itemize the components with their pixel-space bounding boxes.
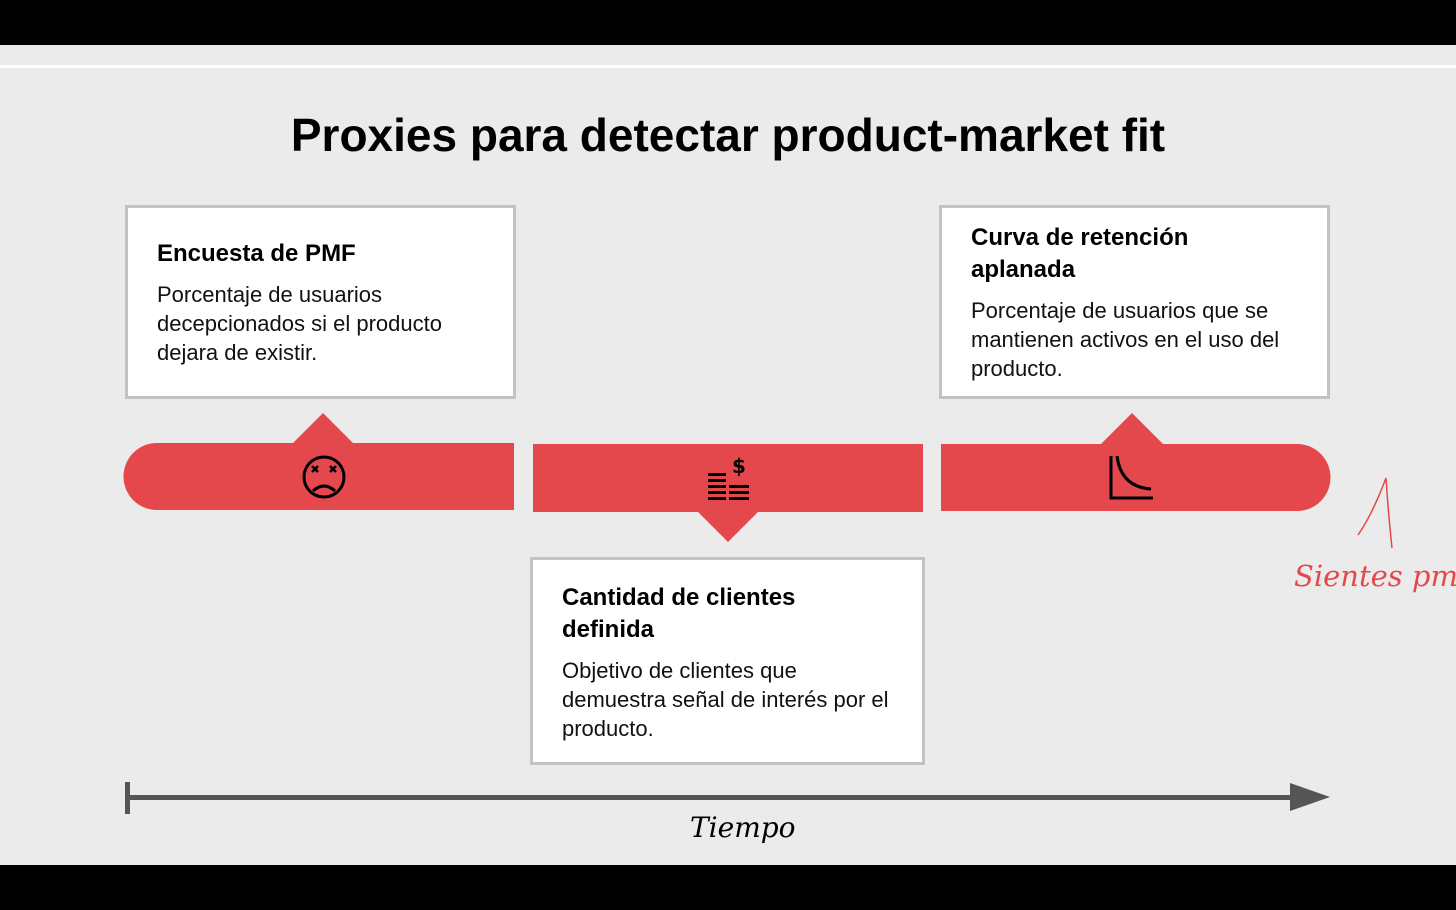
slide-title: Proxies para detectar product-market fit [290, 109, 1166, 161]
card-heading: Cantidad de clientes definida [562, 584, 796, 643]
card-heading: Curva de retención aplanada [971, 224, 1189, 283]
top-divider [0, 65, 1456, 68]
band-segment-1 [123, 443, 514, 510]
retention-curve-icon [1109, 455, 1153, 500]
card-pmf-survey: Encuesta de PMF Porcentaje de usuarios d… [125, 205, 516, 399]
band-segment-3 [941, 444, 1331, 511]
card-heading: Encuesta de PMF [157, 240, 356, 267]
card-body: Objetivo de clientes que demuestra señal… [562, 658, 889, 741]
band-segment-2 [533, 444, 923, 512]
pointer-up-1 [292, 413, 354, 444]
card-body: Porcentaje de usuarios decepcionados si … [157, 282, 442, 365]
card-body: Porcentaje de usuarios que se mantienen … [971, 298, 1280, 381]
pointer-down-2 [697, 511, 759, 542]
pointer-up-3 [1101, 413, 1163, 444]
axis-label-tiempo: Tiempo [690, 811, 796, 844]
timeline-bands: $ [123, 413, 1393, 814]
svg-text:$: $ [732, 454, 746, 478]
card-customer-count: Cantidad de clientes definida Objetivo d… [530, 557, 925, 765]
slide: Proxies para detectar product-market fit… [0, 45, 1456, 865]
time-axis-arrow [125, 782, 1330, 814]
card-retention-curve: Curva de retención aplanada Porcentaje d… [939, 205, 1330, 399]
annotation-sientes-pmf: Sientes pmf [1294, 559, 1456, 593]
sad-face-icon [302, 455, 346, 499]
annotation-pointer [1357, 477, 1393, 549]
dollar-stack-icon: $ [708, 454, 749, 500]
